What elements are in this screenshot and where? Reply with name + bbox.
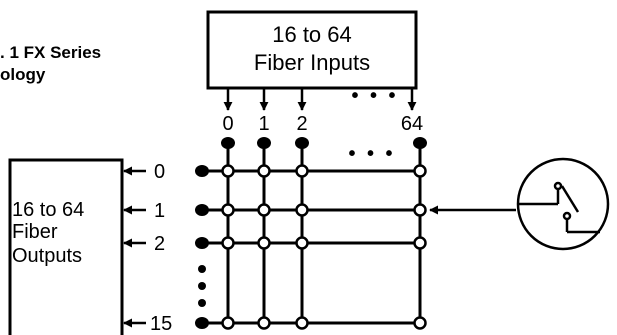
open-circle-icon bbox=[221, 203, 235, 217]
inputs-box-line-1: 16 to 64 bbox=[272, 22, 352, 47]
input-label-0: 0 bbox=[222, 113, 233, 135]
output-label-2: 2 bbox=[154, 233, 165, 255]
open-circle-icon bbox=[295, 164, 309, 178]
open-circle-icon bbox=[257, 316, 271, 330]
input-fiber-ends bbox=[221, 137, 427, 149]
input-label-2: 2 bbox=[296, 113, 307, 135]
inputs-box-line-2: Fiber Inputs bbox=[254, 50, 370, 75]
open-circle-icon bbox=[257, 236, 271, 250]
output-arrows bbox=[123, 166, 146, 328]
open-circle-icon bbox=[295, 316, 309, 330]
input-labels: 0 1 2 64 bbox=[222, 113, 423, 135]
outputs-box-line-2: Fiber bbox=[12, 221, 58, 243]
open-circle-icon bbox=[413, 164, 427, 178]
open-circle-icon bbox=[295, 236, 309, 250]
figure-caption: . 1 FX Series ology bbox=[0, 42, 101, 86]
caption-line-2: ology bbox=[0, 65, 46, 84]
output-label-0: 0 bbox=[154, 161, 165, 183]
open-circle-icon bbox=[413, 236, 427, 250]
filled-dot-icon bbox=[295, 137, 309, 149]
filled-dot-icon bbox=[195, 317, 209, 329]
open-circle-icon bbox=[221, 164, 235, 178]
grid-top-ellipsis: • • • bbox=[348, 143, 395, 165]
fiber-inputs-box: 16 to 64 Fiber Inputs bbox=[206, 10, 418, 90]
output-ellipsis bbox=[198, 265, 206, 307]
filled-dot-icon bbox=[257, 137, 271, 149]
output-labels: 0 1 2 15 bbox=[150, 161, 172, 335]
open-circle-icon bbox=[413, 203, 427, 217]
outputs-box-line-1: 16 to 64 bbox=[12, 199, 84, 221]
open-circle-icon bbox=[257, 203, 271, 217]
open-circle-icon bbox=[413, 316, 427, 330]
input-label-1: 1 bbox=[258, 113, 269, 135]
input-label-64: 64 bbox=[401, 113, 423, 135]
fiber-outputs-box: 16 to 64 Fiber Outputs bbox=[8, 158, 124, 335]
input-ellipsis: • • • bbox=[351, 85, 398, 107]
filled-dot-icon bbox=[195, 204, 209, 216]
open-circle-icon bbox=[257, 164, 271, 178]
filled-dot-icon bbox=[413, 137, 427, 149]
output-label-15: 15 bbox=[150, 313, 172, 335]
switch-icon bbox=[516, 157, 610, 251]
open-circle-icon bbox=[221, 316, 235, 330]
open-circle-icon bbox=[221, 236, 235, 250]
crosspoint-grid bbox=[202, 143, 422, 325]
outputs-box-line-3: Outputs bbox=[12, 245, 82, 267]
open-circle-icon bbox=[295, 203, 309, 217]
input-arrows bbox=[223, 88, 417, 111]
caption-line-1: . 1 FX Series bbox=[0, 43, 102, 62]
crosspoints bbox=[221, 164, 427, 330]
filled-dot-icon bbox=[195, 237, 209, 249]
filled-dot-icon bbox=[221, 137, 235, 149]
filled-dot-icon bbox=[195, 165, 209, 177]
output-fiber-ends bbox=[195, 165, 209, 329]
output-label-1: 1 bbox=[154, 200, 165, 222]
